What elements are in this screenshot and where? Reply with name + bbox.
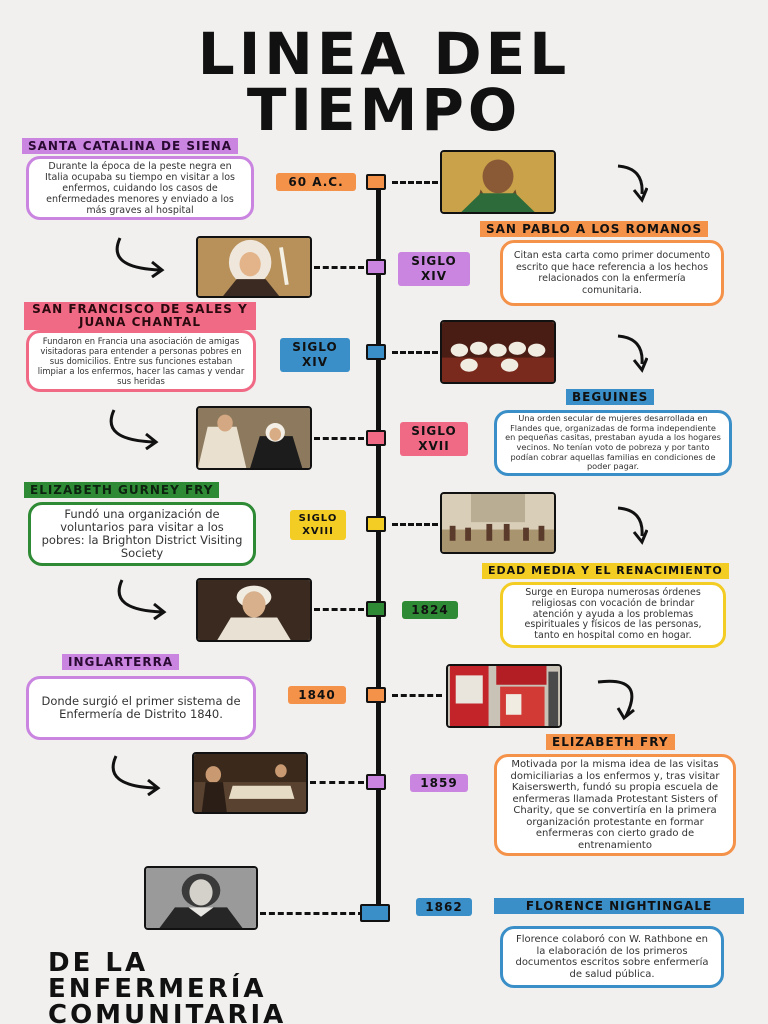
connector-line: [314, 608, 364, 611]
date-badge: 1859: [410, 774, 468, 792]
event-header: BEGUINES: [566, 389, 655, 405]
connector-line: [392, 523, 438, 526]
date-badge: 1862: [416, 898, 472, 916]
curved-arrow-icon: [106, 234, 170, 278]
event-header: FLORENCE NIGHTINGALE: [494, 898, 744, 914]
portrait-image: [144, 866, 258, 930]
date-badge: SIGLO XIV: [280, 338, 350, 372]
timeline-node: [366, 601, 386, 617]
curved-arrow-icon: [596, 676, 654, 722]
timeline-node: [366, 259, 386, 275]
event-description: Florence colaboró con W. Rathbone en la …: [500, 926, 724, 988]
subtitle-line-3: COMUNITARIA: [48, 1000, 287, 1024]
event-description: Citan esta carta como primer documento e…: [500, 240, 724, 306]
timeline-node: [360, 904, 390, 922]
event-description: Fundó una organización de voluntarios pa…: [28, 502, 256, 566]
timeline-node: [366, 430, 386, 446]
portrait-image: [440, 150, 556, 214]
event-header: SANTA CATALINA DE SIENA: [22, 138, 238, 154]
timeline-spine: [376, 182, 381, 912]
event-header: ELIZABETH GURNEY FRY: [24, 482, 220, 498]
curved-arrow-icon: [612, 160, 648, 208]
curved-arrow-icon: [612, 330, 648, 378]
event-description: Donde surgió el primer sistema de Enferm…: [26, 676, 256, 740]
date-badge: SIGLO XVII: [400, 422, 468, 456]
connector-line: [392, 181, 438, 184]
subtitle-block: DE LA ENFERMERÍA COMUNITARIA: [48, 950, 286, 1024]
timeline-node: [366, 516, 386, 532]
title-line-1: LINEA DEL: [197, 20, 571, 88]
photo-image: [446, 664, 562, 728]
event-header: SAN FRANCISCO DE SALES Y JUANA CHANTAL: [24, 302, 256, 330]
date-badge: 1840: [288, 686, 346, 704]
event-description: Fundaron en Francia una asociación de am…: [26, 330, 256, 392]
connector-line: [260, 912, 364, 915]
painting-image: [192, 752, 308, 814]
curved-arrow-icon: [612, 502, 648, 550]
painting-image: [440, 320, 556, 384]
connector-line: [392, 694, 442, 697]
page-title: LINEA DEL TIEMPO: [0, 20, 768, 144]
curved-arrow-icon: [102, 752, 166, 796]
event-header: ELIZABETH FRY: [546, 734, 675, 750]
date-badge: SIGLO XVIII: [290, 510, 346, 540]
event-description: Una orden secular de mujeres desarrollad…: [494, 410, 732, 476]
date-badge: SIGLO XIV: [398, 252, 470, 286]
connector-line: [392, 351, 438, 354]
event-header: INGLARTERRA: [62, 654, 180, 670]
date-badge: 60 A.C.: [276, 173, 356, 191]
portrait-image: [196, 236, 312, 298]
timeline-node: [366, 344, 386, 360]
painting-image: [440, 492, 556, 554]
timeline-node: [366, 687, 386, 703]
title-line-2: TIEMPO: [246, 76, 522, 144]
painting-image: [196, 406, 312, 470]
connector-line: [314, 437, 364, 440]
curved-arrow-icon: [108, 576, 172, 620]
event-description: Motivada por la misma idea de las visita…: [494, 754, 736, 856]
subtitle-line-2: ENFERMERÍA: [48, 974, 267, 1004]
curved-arrow-icon: [100, 406, 164, 450]
connector-line: [314, 266, 364, 269]
subtitle-line-1: DE LA: [48, 948, 149, 978]
event-description: Durante la época de la peste negra en It…: [26, 156, 254, 220]
event-description: Surge en Europa numerosas órdenes religi…: [500, 582, 726, 648]
date-badge: 1824: [402, 601, 458, 619]
event-header: EDAD MEDIA Y EL RENACIMIENTO: [482, 563, 729, 579]
timeline-node: [366, 174, 386, 190]
event-header: SAN PABLO A LOS ROMANOS: [480, 221, 709, 237]
timeline-node: [366, 774, 386, 790]
portrait-image: [196, 578, 312, 642]
connector-line: [310, 781, 364, 784]
